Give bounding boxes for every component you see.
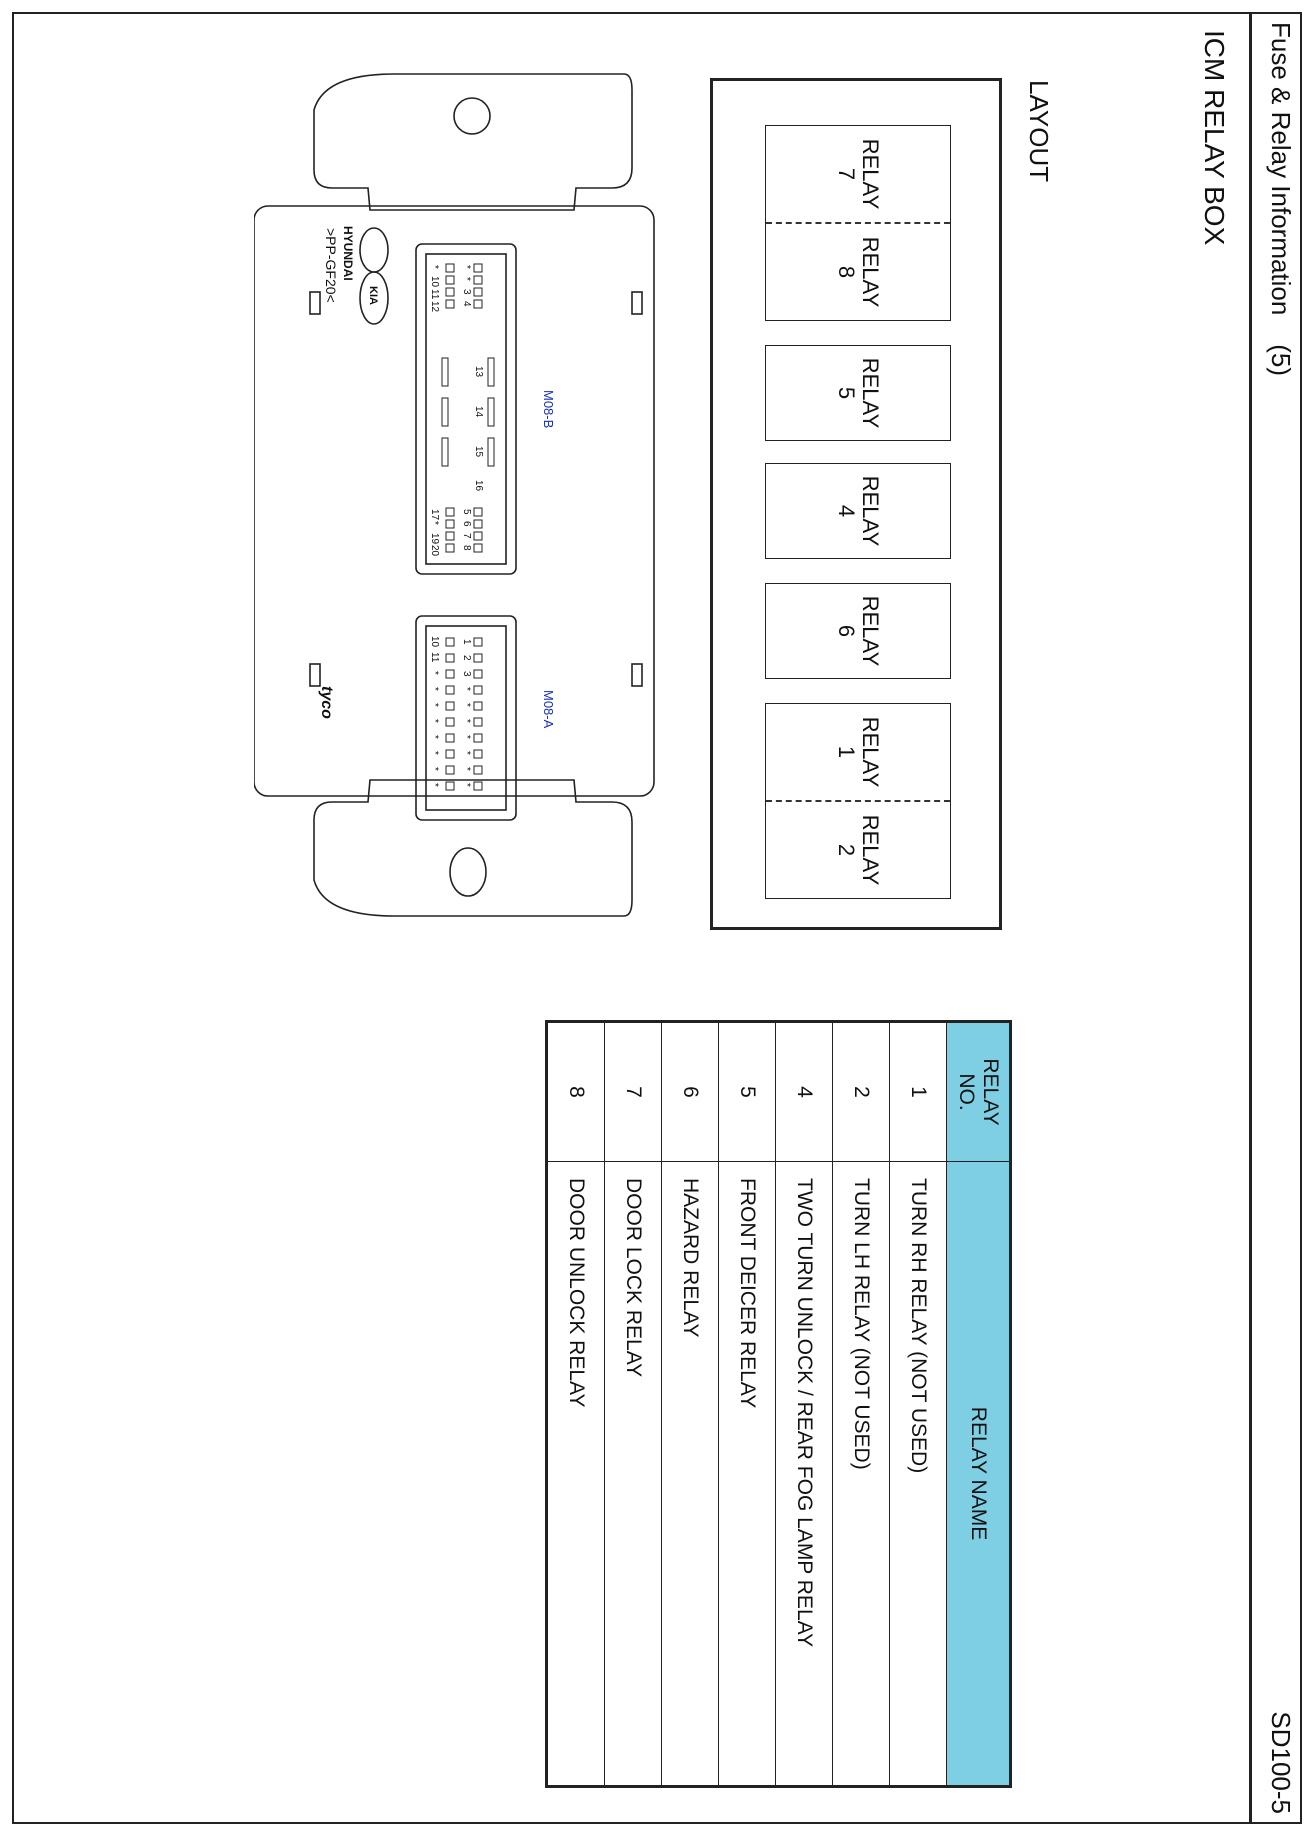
svg-text:*: * [461, 751, 472, 755]
svg-text:13: 13 [473, 366, 484, 378]
svg-text:16: 16 [473, 480, 484, 492]
relay-slot-1-2: RELAY 1 RELAY 2 [765, 703, 951, 899]
svg-text:15: 15 [473, 446, 484, 458]
material-text: >PP-GF20< [323, 228, 339, 303]
svg-text:*: * [429, 703, 440, 707]
svg-text:2: 2 [461, 655, 472, 661]
tab [631, 663, 643, 687]
m08-b-inner [425, 253, 507, 565]
svg-text:*: * [429, 767, 440, 771]
svg-text:*: * [461, 719, 472, 723]
m08-a-pins [445, 637, 483, 791]
col-relay-name: RELAY NAME [946, 1161, 1011, 1787]
page-code: SD100-5 [1266, 1711, 1296, 1814]
relay-7-label: RELAY 7 [834, 138, 883, 210]
col-relay-no: RELAY NO. [946, 1021, 1011, 1162]
m08-a-inner [425, 625, 507, 811]
svg-text:*: * [429, 687, 440, 691]
relay-6-label: RELAY 6 [834, 595, 883, 667]
svg-text:*: * [429, 521, 440, 525]
svg-text:*: * [461, 735, 472, 739]
svg-text:*: * [429, 265, 440, 269]
kia-logo [359, 271, 389, 325]
svg-text:*: * [461, 265, 472, 269]
page-title: Fuse & Relay Information (5) [1266, 22, 1296, 377]
mount-hole-right [449, 847, 487, 897]
svg-text:11: 11 [429, 289, 440, 300]
svg-text:*: * [461, 277, 472, 281]
tab [309, 291, 321, 315]
svg-text:*: * [429, 735, 440, 739]
flange-right [313, 779, 633, 917]
table-header-row: RELAY NO. RELAY NAME [946, 1021, 1011, 1787]
section-title: ICM RELAY BOX [1199, 30, 1230, 246]
svg-text:*: * [461, 783, 472, 787]
svg-text:*: * [429, 751, 440, 755]
m08-b-pin-labels: * * 3 4 13 14 15 16 5 6 7 8 * 10 11 12 1… [429, 265, 484, 557]
relay-slot-4: RELAY 4 [765, 463, 951, 559]
svg-text:20: 20 [429, 545, 440, 557]
hyundai-text: HYUNDAI [341, 226, 355, 281]
relay-2-label: RELAY 2 [834, 814, 883, 886]
svg-text:11: 11 [429, 652, 440, 663]
svg-text:4: 4 [461, 301, 472, 307]
tyco-logo-text: tyco [318, 686, 335, 719]
hyundai-logo [359, 227, 389, 273]
svg-text:17: 17 [429, 509, 440, 521]
m08-a-pin-labels: 1 2 3 * * * * * * * 10 11 * * * * * * * … [429, 636, 472, 787]
relay-1-label: RELAY 1 [834, 716, 883, 788]
relay-slot-7-8: RELAY 7 RELAY 8 [765, 125, 951, 321]
svg-text:10: 10 [429, 276, 440, 288]
svg-text:8: 8 [461, 545, 472, 551]
mount-hole-left [453, 97, 491, 135]
relay-8-label: RELAY 8 [834, 236, 883, 308]
svg-text:7: 7 [461, 533, 472, 539]
svg-text:*: * [461, 703, 472, 707]
svg-text:*: * [461, 767, 472, 771]
connector-body [254, 205, 655, 797]
svg-text:1: 1 [461, 639, 472, 645]
tab [309, 663, 321, 687]
svg-text:*: * [461, 687, 472, 691]
svg-text:*: * [429, 783, 440, 787]
relay-slot-6: RELAY 6 [765, 583, 951, 679]
relay-slot-5: RELAY 5 [765, 345, 951, 441]
m08-b-label: M08-B [541, 390, 556, 428]
svg-text:3: 3 [461, 289, 472, 295]
svg-text:10: 10 [429, 636, 440, 648]
header-divider [1249, 12, 1252, 1824]
m08-a-housing [415, 615, 517, 821]
kia-text: KIA [367, 286, 379, 305]
m08-a-label: M08-A [541, 690, 556, 729]
svg-text:5: 5 [461, 509, 472, 515]
svg-text:12: 12 [429, 301, 440, 313]
layout-heading: LAYOUT [1024, 80, 1054, 183]
svg-text:3: 3 [461, 671, 472, 677]
tab [631, 291, 643, 315]
svg-text:14: 14 [473, 406, 484, 418]
flange-left [313, 73, 633, 211]
relay-4-label: RELAY 4 [834, 475, 883, 547]
relay-layout-box: RELAY 7 RELAY 8 RELAY 5 RELAY 4 REL [710, 78, 1002, 930]
svg-text:6: 6 [461, 521, 472, 527]
svg-text:*: * [429, 671, 440, 675]
connector-diagram: * * 3 4 13 14 15 16 5 6 7 8 * 10 11 12 1… [254, 73, 655, 917]
svg-text:*: * [429, 719, 440, 723]
m08-b-pins [441, 263, 495, 553]
m08-b-housing [415, 243, 517, 575]
relay-5-label: RELAY 5 [834, 357, 883, 429]
svg-text:19: 19 [429, 533, 440, 545]
